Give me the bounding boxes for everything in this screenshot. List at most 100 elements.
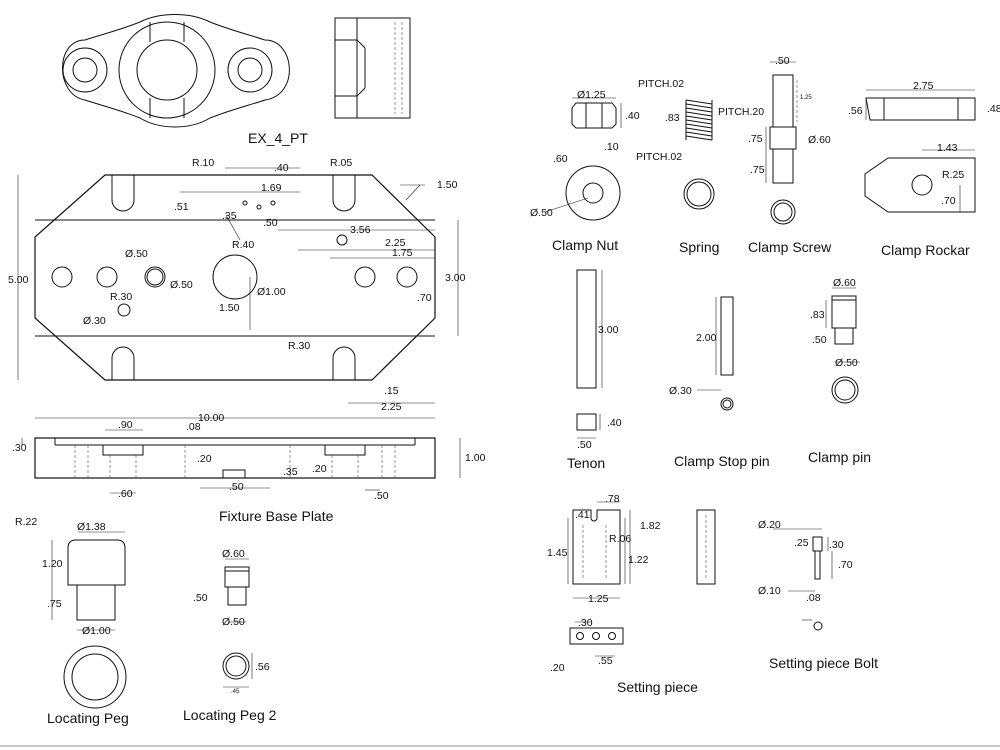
ex4pt-title: EX_4_PT: [248, 130, 308, 146]
clamp-rockar-dimensions: 2.75 .56 .48 1.43 R.25 .70: [848, 80, 1000, 207]
dim-dia60-peg2: Ø.60: [222, 548, 245, 560]
dim-dia60-screw: Ø.60: [808, 134, 831, 146]
dim-60-nut: .60: [553, 153, 568, 165]
dim-30-front: .30: [12, 442, 27, 454]
dim-dia30: Ø.30: [83, 315, 106, 327]
setting-piece-drawing: [567, 501, 716, 657]
clamp-screw-drawing: [765, 61, 798, 225]
dim-48-rockar: .48: [987, 103, 1000, 115]
dim-75a-screw: .75: [748, 133, 763, 145]
dim-50: .50: [263, 217, 278, 229]
locating-peg2-dimensions: Ø.60 .50 Ø.50 .56 .45: [193, 548, 270, 695]
dim-175: 1.75: [392, 247, 413, 259]
dim-50-tenon: .50: [577, 439, 592, 451]
dim-75b-screw: .75: [750, 164, 765, 176]
locating-peg-title: Locating Peg: [47, 710, 129, 726]
base-plate-dimensions: R.10 .40 R.05 1.50 1.69 .51 .35 .50 R.40…: [8, 157, 486, 502]
setting-piece-title: Setting piece: [617, 679, 698, 695]
spring-dimensions: PITCH.02 .83 PITCH.20 PITCH.02: [636, 78, 764, 163]
clamp-pin-drawing: [825, 287, 860, 404]
ex4pt-top-view: [62, 14, 290, 128]
spring-drawing: [683, 99, 715, 210]
dim-15: .15: [384, 385, 399, 397]
dim-120: 1.20: [42, 558, 63, 570]
dim-275-rockar: 2.75: [913, 80, 934, 92]
dim-30-bolt: .30: [829, 539, 844, 551]
setting-piece-dimensions: .78 .41 R.06 1.82 1.45 1.22 1.25 .30 .20…: [547, 493, 661, 674]
dim-356: 3.56: [350, 224, 371, 236]
dim-51: .51: [174, 201, 189, 213]
dim-40-tenon: .40: [607, 417, 622, 429]
dim-dia10-bolt: Ø.10: [758, 585, 781, 597]
base-plate-title: Fixture Base Plate: [219, 508, 334, 524]
dim-08-bolt: .08: [806, 592, 821, 604]
locating-peg2-title: Locating Peg 2: [183, 707, 277, 723]
dim-25-bolt: .25: [794, 537, 809, 549]
dim-143-rockar: 1.43: [937, 142, 958, 154]
locating-peg-dimensions: R.22 Ø1.38 1.20 .75 Ø1.00: [15, 516, 111, 637]
dim-pitch02b: PITCH.02: [636, 151, 682, 163]
dim-dia125-nut: Ø1.25: [577, 89, 606, 101]
dim-50g: .50: [374, 490, 389, 502]
base-plate-front-view: [21, 429, 461, 494]
clamp-screw-dimensions: .50 1.25 .75 Ø.60 .75: [748, 55, 831, 176]
dim-dia50a: Ø.50: [125, 248, 148, 260]
dim-83-spring: .83: [665, 112, 680, 124]
dim-150-chamfer: 1.50: [437, 179, 458, 191]
setting-bolt-title: Setting piece Bolt: [769, 655, 878, 671]
dim-r40: R.40: [232, 239, 254, 251]
dim-30-sp: .30: [578, 617, 593, 629]
clamp-rockar-drawing: [864, 89, 976, 213]
dim-225b: 2.25: [381, 401, 402, 413]
setting-bolt-drawing: [773, 528, 833, 631]
dim-90: .90: [118, 419, 133, 431]
stop-pin-dimensions: 2.00 Ø.30: [669, 332, 717, 397]
dim-r25-rockar: R.25: [942, 169, 964, 181]
base-plate-top-view: [17, 167, 459, 419]
dim-125-screw: 1.25: [800, 95, 812, 101]
dim-200-stoppin: 2.00: [696, 332, 717, 344]
dim-83-pin: .83: [810, 309, 825, 321]
dim-182-sp: 1.82: [640, 520, 661, 532]
dim-dia50-nut: Ø.50: [530, 207, 553, 219]
dim-r30a: R.30: [110, 291, 132, 303]
clamp-rockar-title: Clamp Rockar: [881, 242, 970, 258]
dim-169: 1.69: [261, 182, 282, 194]
dim-pitch02a: PITCH.02: [638, 78, 684, 90]
dim-r06-sp: R.06: [609, 533, 631, 545]
dim-r30b: R.30: [288, 340, 310, 352]
dim-dia30-stoppin: Ø.30: [669, 385, 692, 397]
dim-20b: .20: [312, 463, 327, 475]
dim-70-rockar: .70: [941, 195, 956, 207]
dim-56-peg2: .56: [255, 661, 270, 673]
clamp-pin-dimensions: Ø.60 .83 .50 Ø.50: [810, 277, 858, 369]
dim-50-front: .50: [229, 481, 244, 493]
dim-dia50-pin: Ø.50: [835, 357, 858, 369]
tenon-dimensions: 3.00 .40 .50: [577, 324, 622, 451]
dim-dia138: Ø1.38: [77, 521, 106, 533]
dim-41-sp: .41: [575, 509, 590, 521]
clamp-nut-dimensions: Ø1.25 .40 .10 .60 Ø.50: [530, 89, 640, 219]
dim-50-screw: .50: [775, 55, 790, 67]
dim-40-nut: .40: [625, 110, 640, 122]
dim-56-rockar: .56: [848, 105, 863, 117]
locating-peg-drawing: [51, 531, 127, 709]
clamp-nut-title: Clamp Nut: [552, 237, 618, 253]
dim-55-sp: .55: [598, 655, 613, 667]
dim-78-sp: .78: [605, 493, 620, 505]
setting-bolt-dimensions: Ø.20 .25 .30 .70 Ø.10 .08: [758, 519, 853, 604]
dim-100-front: 1.00: [465, 452, 486, 464]
dim-60-front: .60: [118, 488, 133, 500]
clamp-pin-title: Clamp pin: [808, 449, 871, 465]
dim-10-nut: .10: [604, 141, 619, 153]
stop-pin-title: Clamp Stop pin: [674, 453, 770, 469]
dim-50-pin: .50: [812, 334, 827, 346]
dim-dia100-peg: Ø1.00: [82, 625, 111, 637]
dim-75: .75: [47, 598, 62, 610]
dim-145-sp: 1.45: [547, 547, 568, 559]
dim-35-front: .35: [283, 466, 298, 478]
dim-150b: 1.50: [219, 302, 240, 314]
tenon-title: Tenon: [567, 455, 605, 471]
dim-70: .70: [417, 292, 432, 304]
